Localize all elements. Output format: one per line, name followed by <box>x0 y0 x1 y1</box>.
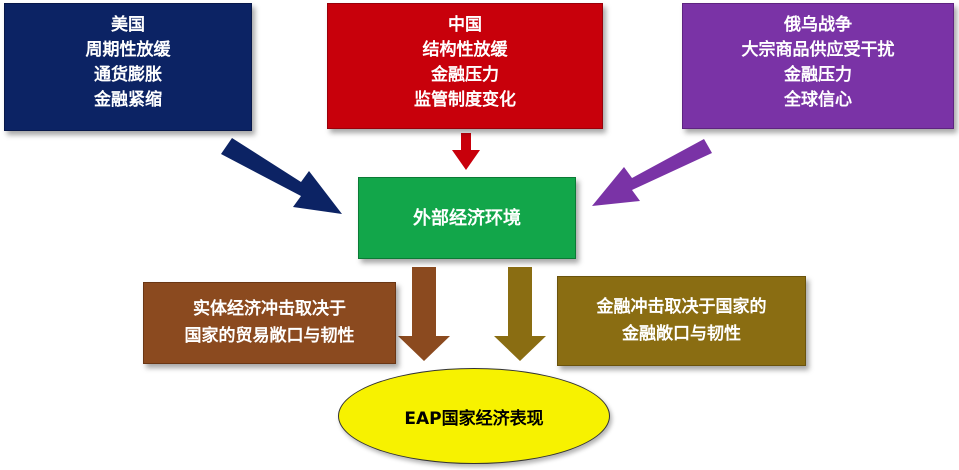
russia-line: 俄乌战争 <box>784 15 852 35</box>
china-line: 中国 <box>448 15 482 35</box>
financial-shock-box: 金融冲击取决于国家的 金融敞口与韧性 <box>557 276 806 366</box>
outcome-label: EAP国家经济表现 <box>404 408 544 429</box>
us-line: 周期性放缓 <box>85 40 171 60</box>
real-economy-shock-box: 实体经济冲击取决于 国家的贸易敞口与韧性 <box>143 282 396 364</box>
real-line: 国家的贸易敞口与韧性 <box>184 326 355 346</box>
us-line: 金融紧缩 <box>94 90 162 110</box>
russia-line: 全球信心 <box>784 90 852 110</box>
arrow-russia-to-external <box>592 139 712 206</box>
russia-line: 金融压力 <box>784 65 852 85</box>
arrow-financial-to-outcome <box>494 267 546 361</box>
us-line: 美国 <box>111 15 145 35</box>
financial-line: 金融冲击取决于国家的 <box>596 297 767 317</box>
russia-line: 大宗商品供应受干扰 <box>741 40 895 60</box>
real-line: 实体经济冲击取决于 <box>193 299 346 319</box>
russia-ukraine-box: 俄乌战争 大宗商品供应受干扰 金融压力 全球信心 <box>682 3 954 129</box>
arrow-china-to-external <box>452 133 480 170</box>
china-box: 中国 结构性放缓 金融压力 监管制度变化 <box>327 3 603 129</box>
china-line: 监管制度变化 <box>414 90 516 110</box>
external-label: 外部经济环境 <box>413 207 521 229</box>
us-box: 美国 周期性放缓 通货膨胀 金融紧缩 <box>4 3 252 131</box>
eap-outcome-ellipse: EAP国家经济表现 <box>338 368 610 464</box>
us-line: 通货膨胀 <box>94 65 162 85</box>
arrow-us-to-external <box>221 138 342 214</box>
external-environment-box: 外部经济环境 <box>358 177 576 259</box>
financial-line: 金融敞口与韧性 <box>622 324 741 344</box>
china-line: 结构性放缓 <box>422 40 508 60</box>
china-line: 金融压力 <box>431 65 499 85</box>
arrow-real-to-outcome <box>398 267 450 361</box>
